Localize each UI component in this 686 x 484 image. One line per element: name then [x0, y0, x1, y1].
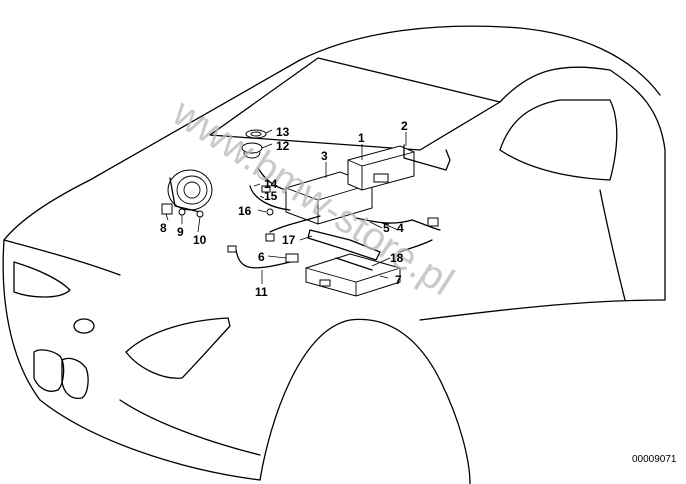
- tweeter-assembly: [241, 129, 267, 159]
- callout-17: 17: [282, 233, 296, 247]
- callout-14: 14: [264, 177, 278, 191]
- callout-12: 12: [276, 139, 290, 153]
- callout-4: 4: [397, 221, 404, 235]
- reference-number: 00009071: [632, 454, 677, 465]
- callout-7: 7: [395, 273, 402, 287]
- leader-lines: [165, 129, 407, 284]
- car-outline: [2, 25, 666, 484]
- callout-1: 1: [358, 131, 365, 145]
- speaker-assembly: [161, 169, 213, 218]
- callout-5: 5: [383, 221, 390, 235]
- callout-2: 2: [401, 119, 408, 133]
- callout-10: 10: [193, 233, 207, 247]
- callout-15: 15: [264, 189, 278, 203]
- callout-16: 16: [238, 204, 252, 218]
- callout-labels: 1 2 3 4 5 6 7 8 9 10 11 12 13 14 15 16 1…: [160, 119, 408, 299]
- callout-6: 6: [258, 250, 265, 264]
- callout-8: 8: [160, 221, 167, 235]
- callout-11: 11: [255, 285, 268, 299]
- callout-3: 3: [321, 149, 328, 163]
- callout-9: 9: [177, 225, 184, 239]
- callout-18: 18: [390, 251, 404, 265]
- callout-13: 13: [276, 125, 290, 139]
- wiring-and-amplifier: [227, 144, 451, 297]
